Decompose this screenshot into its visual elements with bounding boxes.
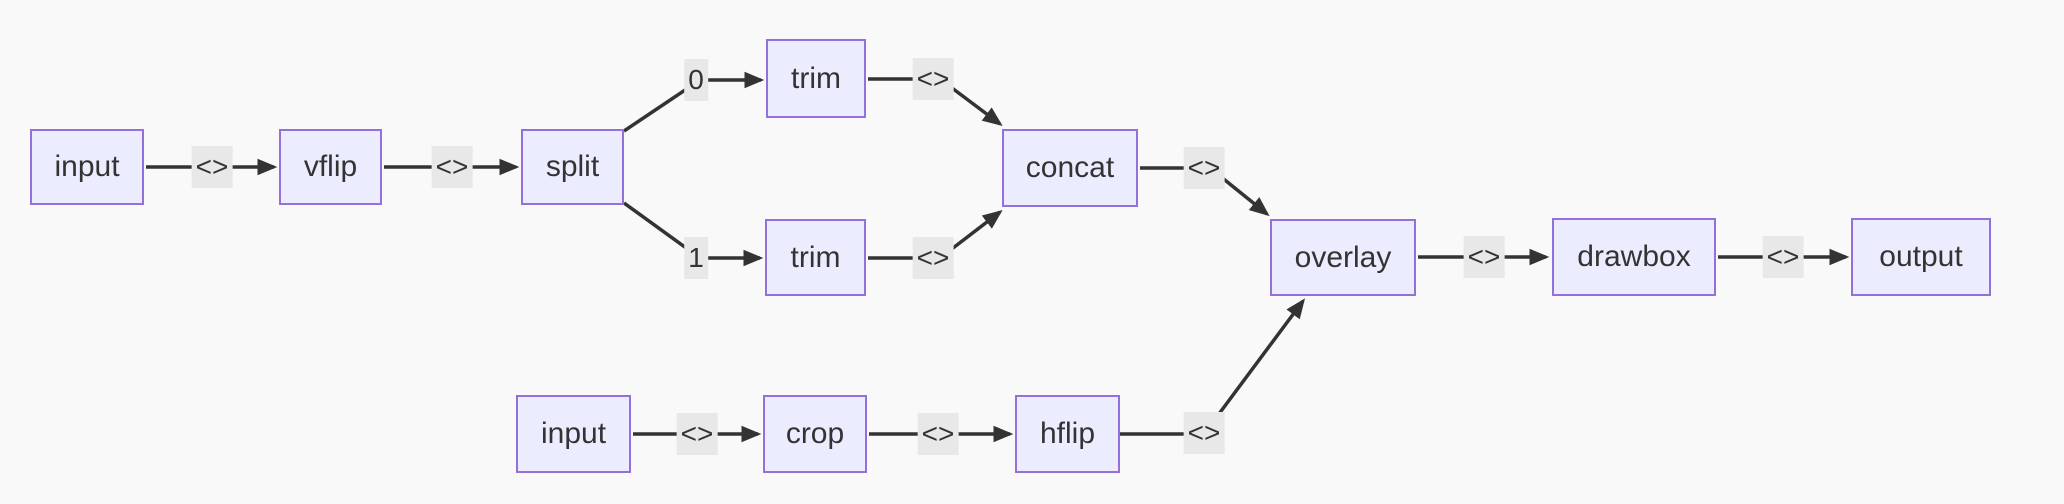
node-crop: crop <box>763 395 867 473</box>
node-trim-0: trim <box>766 39 866 118</box>
edge-label-split-trim0: 0 <box>684 59 708 101</box>
edge-label-overlay-drawbox: <> <box>1463 236 1505 278</box>
node-input-2: input <box>516 395 631 473</box>
edge-label-input2-crop: <> <box>676 413 718 455</box>
node-hflip: hflip <box>1015 395 1120 473</box>
node-output: output <box>1851 218 1991 296</box>
edge-label-hflip-overlay: <> <box>1183 412 1225 454</box>
edge-label-concat-overlay: <> <box>1183 147 1225 189</box>
node-split: split <box>521 129 624 205</box>
edge-label-trim1-concat: <> <box>912 237 954 279</box>
node-vflip: vflip <box>279 129 382 205</box>
edge-label-crop-hflip: <> <box>917 413 959 455</box>
node-drawbox: drawbox <box>1552 218 1716 296</box>
node-concat: concat <box>1002 129 1138 207</box>
node-overlay: overlay <box>1270 219 1416 296</box>
node-trim-1: trim <box>765 219 866 296</box>
edge-label-split-trim1: 1 <box>684 237 708 279</box>
edge-label-input1-vflip: <> <box>191 146 233 188</box>
node-input-1: input <box>30 129 144 205</box>
edge-label-trim0-concat: <> <box>912 58 954 100</box>
edge-label-drawbox-output: <> <box>1762 236 1804 278</box>
edge-label-vflip-split: <> <box>431 146 473 188</box>
